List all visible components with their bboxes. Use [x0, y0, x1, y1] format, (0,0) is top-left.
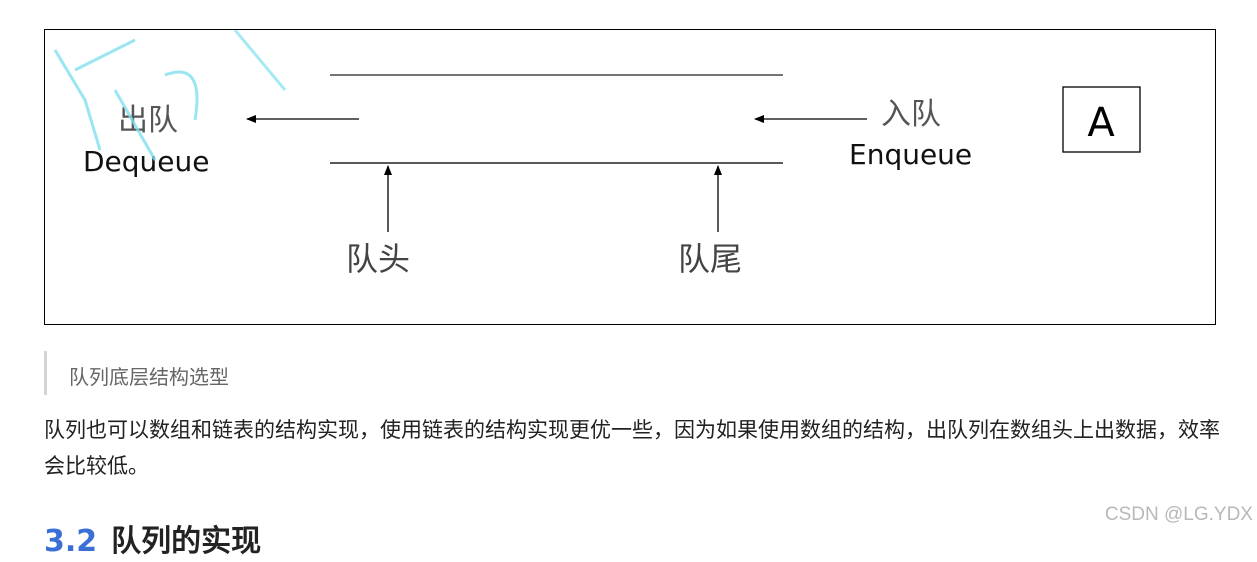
blockquote-text: 队列底层结构选型 [69, 365, 229, 389]
a-box [1062, 86, 1141, 153]
dequeue-label-en: Dequeue [83, 145, 210, 178]
enqueue-label-en: Enqueue [849, 138, 972, 171]
blockquote: 队列底层结构选型 [44, 351, 647, 395]
a-box-label: A [1087, 100, 1115, 146]
queue-diagram: 出队 Dequeue 入队 Enqueue 队头 队尾 A [44, 29, 1216, 325]
enqueue-label-cn: 入队 [881, 97, 941, 132]
section-heading: 3.2 队列的实现 [44, 522, 261, 562]
head-label: 队头 [346, 240, 410, 278]
section-number: 3.2 [44, 524, 98, 559]
tail-label: 队尾 [678, 240, 742, 278]
body-paragraph: 队列也可以数组和链表的结构实现，使用链表的结构实现更优一些，因为如果使用数组的结… [44, 418, 1220, 478]
queue-diagram-svg: 出队 Dequeue 入队 Enqueue 队头 队尾 A [83, 74, 1141, 278]
dequeue-label-cn: 出队 [118, 103, 178, 138]
csdn-watermark: CSDN @LG.YDX [1104, 504, 1253, 525]
section-title: 队列的实现 [111, 524, 262, 559]
